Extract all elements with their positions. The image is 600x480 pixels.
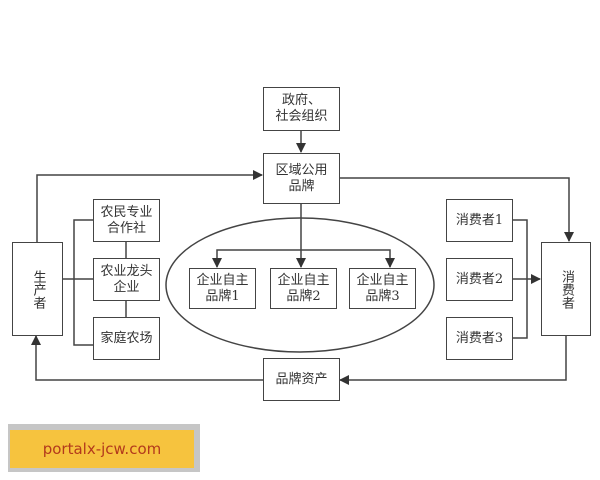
- node-producer: 生产者: [12, 242, 63, 336]
- node-family-farm: 家庭农场: [93, 317, 160, 360]
- node-producer-label: 生产者: [30, 269, 46, 309]
- edge-regional-brand-to-consumer: [339, 177, 574, 242]
- node-government: 政府、 社会组织: [263, 87, 340, 131]
- node-enterprise-brand-2-label: 企业自主 品牌2: [277, 272, 330, 304]
- node-cooperative-label: 农民专业 合作社: [100, 204, 153, 236]
- edge-branch-to-brand-1: [212, 249, 301, 268]
- node-consumer-1-label: 消费者1: [455, 212, 504, 228]
- node-enterprise-brand-1: 企业自主 品牌1: [189, 268, 256, 309]
- node-regional-brand: 区域公用 品牌: [263, 153, 340, 204]
- node-brand-assets: 品牌资产: [263, 358, 340, 401]
- node-consumer-2: 消费者2: [446, 258, 513, 301]
- edge-group-bracket: [73, 219, 93, 346]
- node-enterprise-brand-3: 企业自主 品牌3: [349, 268, 416, 309]
- edge-producer-to-regional-brand: [36, 170, 263, 242]
- watermark: portalx-jcw.com: [10, 430, 194, 468]
- node-leading-enterprise-label: 农业龙头 企业: [100, 263, 153, 295]
- node-consumer-2-label: 消费者2: [455, 271, 504, 287]
- node-consumer-1: 消费者1: [446, 199, 513, 242]
- node-regional-brand-label: 区域公用 品牌: [275, 162, 328, 194]
- edge-consumer-to-brand-assets: [339, 335, 567, 385]
- node-leading-enterprise: 农业龙头 企业: [93, 258, 160, 301]
- node-enterprise-brand-2: 企业自主 品牌2: [270, 268, 337, 309]
- watermark-text: portalx-jcw.com: [42, 440, 162, 458]
- edge-branch-to-brand-3: [301, 249, 395, 268]
- node-consumer: 消费者: [541, 242, 591, 336]
- edge-brand-assets-to-producer: [31, 335, 263, 381]
- node-consumer-label: 消费者: [559, 269, 574, 309]
- node-cooperative: 农民专业 合作社: [93, 199, 160, 242]
- node-enterprise-brand-3-label: 企业自主 品牌3: [356, 272, 409, 304]
- node-consumer-3: 消费者3: [446, 317, 513, 360]
- node-family-farm-label: 家庭农场: [100, 330, 153, 346]
- node-government-label: 政府、 社会组织: [275, 93, 328, 124]
- node-brand-assets-label: 品牌资产: [275, 371, 328, 387]
- node-enterprise-brand-1-label: 企业自主 品牌1: [196, 272, 249, 304]
- node-consumer-3-label: 消费者3: [455, 330, 504, 346]
